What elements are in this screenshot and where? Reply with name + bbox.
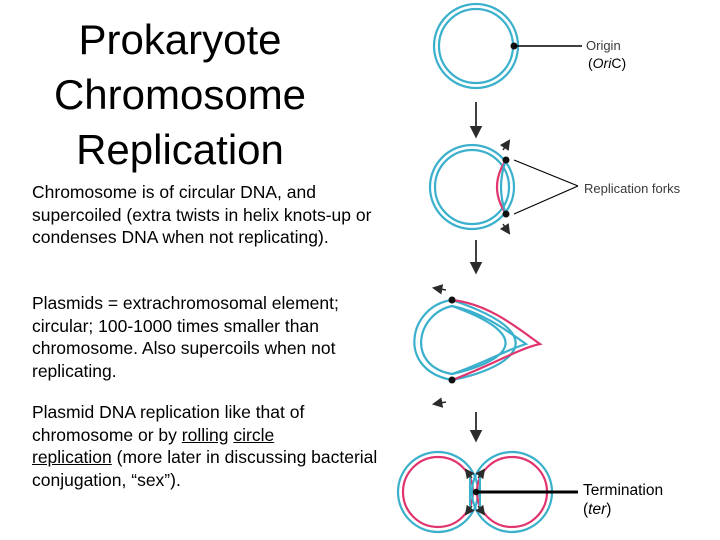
- paragraph-plasmid-replication: Plasmid DNA replication like that of chr…: [32, 401, 392, 491]
- title-line-2: Chromosome: [53, 71, 307, 118]
- paragraph-plasmids: Plasmids = extrachromosomal element; cir…: [32, 293, 339, 381]
- p3-circle: circle: [233, 424, 275, 445]
- stage-4-daughters: [396, 450, 578, 534]
- p3-replication: replication: [32, 447, 112, 467]
- ter-italic: ter: [588, 501, 607, 518]
- ter-close: ): [606, 501, 612, 518]
- fork-pointer-top: [513, 159, 579, 187]
- ter-open: (: [583, 501, 589, 518]
- oric-close: C): [611, 55, 627, 71]
- oric-open: (: [588, 55, 593, 71]
- p3-suffix: (more later in discussing bacterial conj…: [32, 447, 378, 490]
- title-line-3: Replication: [76, 126, 284, 173]
- stage-2-circle: [428, 139, 579, 235]
- label-termination: Termination: [583, 482, 664, 499]
- stage-3-theta: [413, 284, 543, 408]
- label-replication-forks: Replication forks: [584, 181, 681, 196]
- fork-pointer-bottom: [513, 185, 579, 215]
- oric-italic: Ori: [592, 55, 612, 71]
- slide-title: Prokaryote Chromosome Replication: [20, 12, 340, 177]
- label-oric: (OriC): [588, 55, 626, 71]
- title-line-1: Prokaryote: [78, 16, 282, 63]
- fork-dot-top: [502, 156, 510, 164]
- p3-rolling: rolling: [181, 424, 229, 445]
- p3-prefix: Plasmid DNA replication like that of chr…: [32, 402, 305, 445]
- label-ter: (ter): [583, 501, 611, 519]
- fork-dot-bottom: [502, 210, 510, 218]
- stage-1-circle: [432, 2, 582, 90]
- paragraph-chromosome: Chromosome is of circular DNA, and super…: [32, 182, 372, 247]
- label-origin: Origin: [586, 38, 621, 53]
